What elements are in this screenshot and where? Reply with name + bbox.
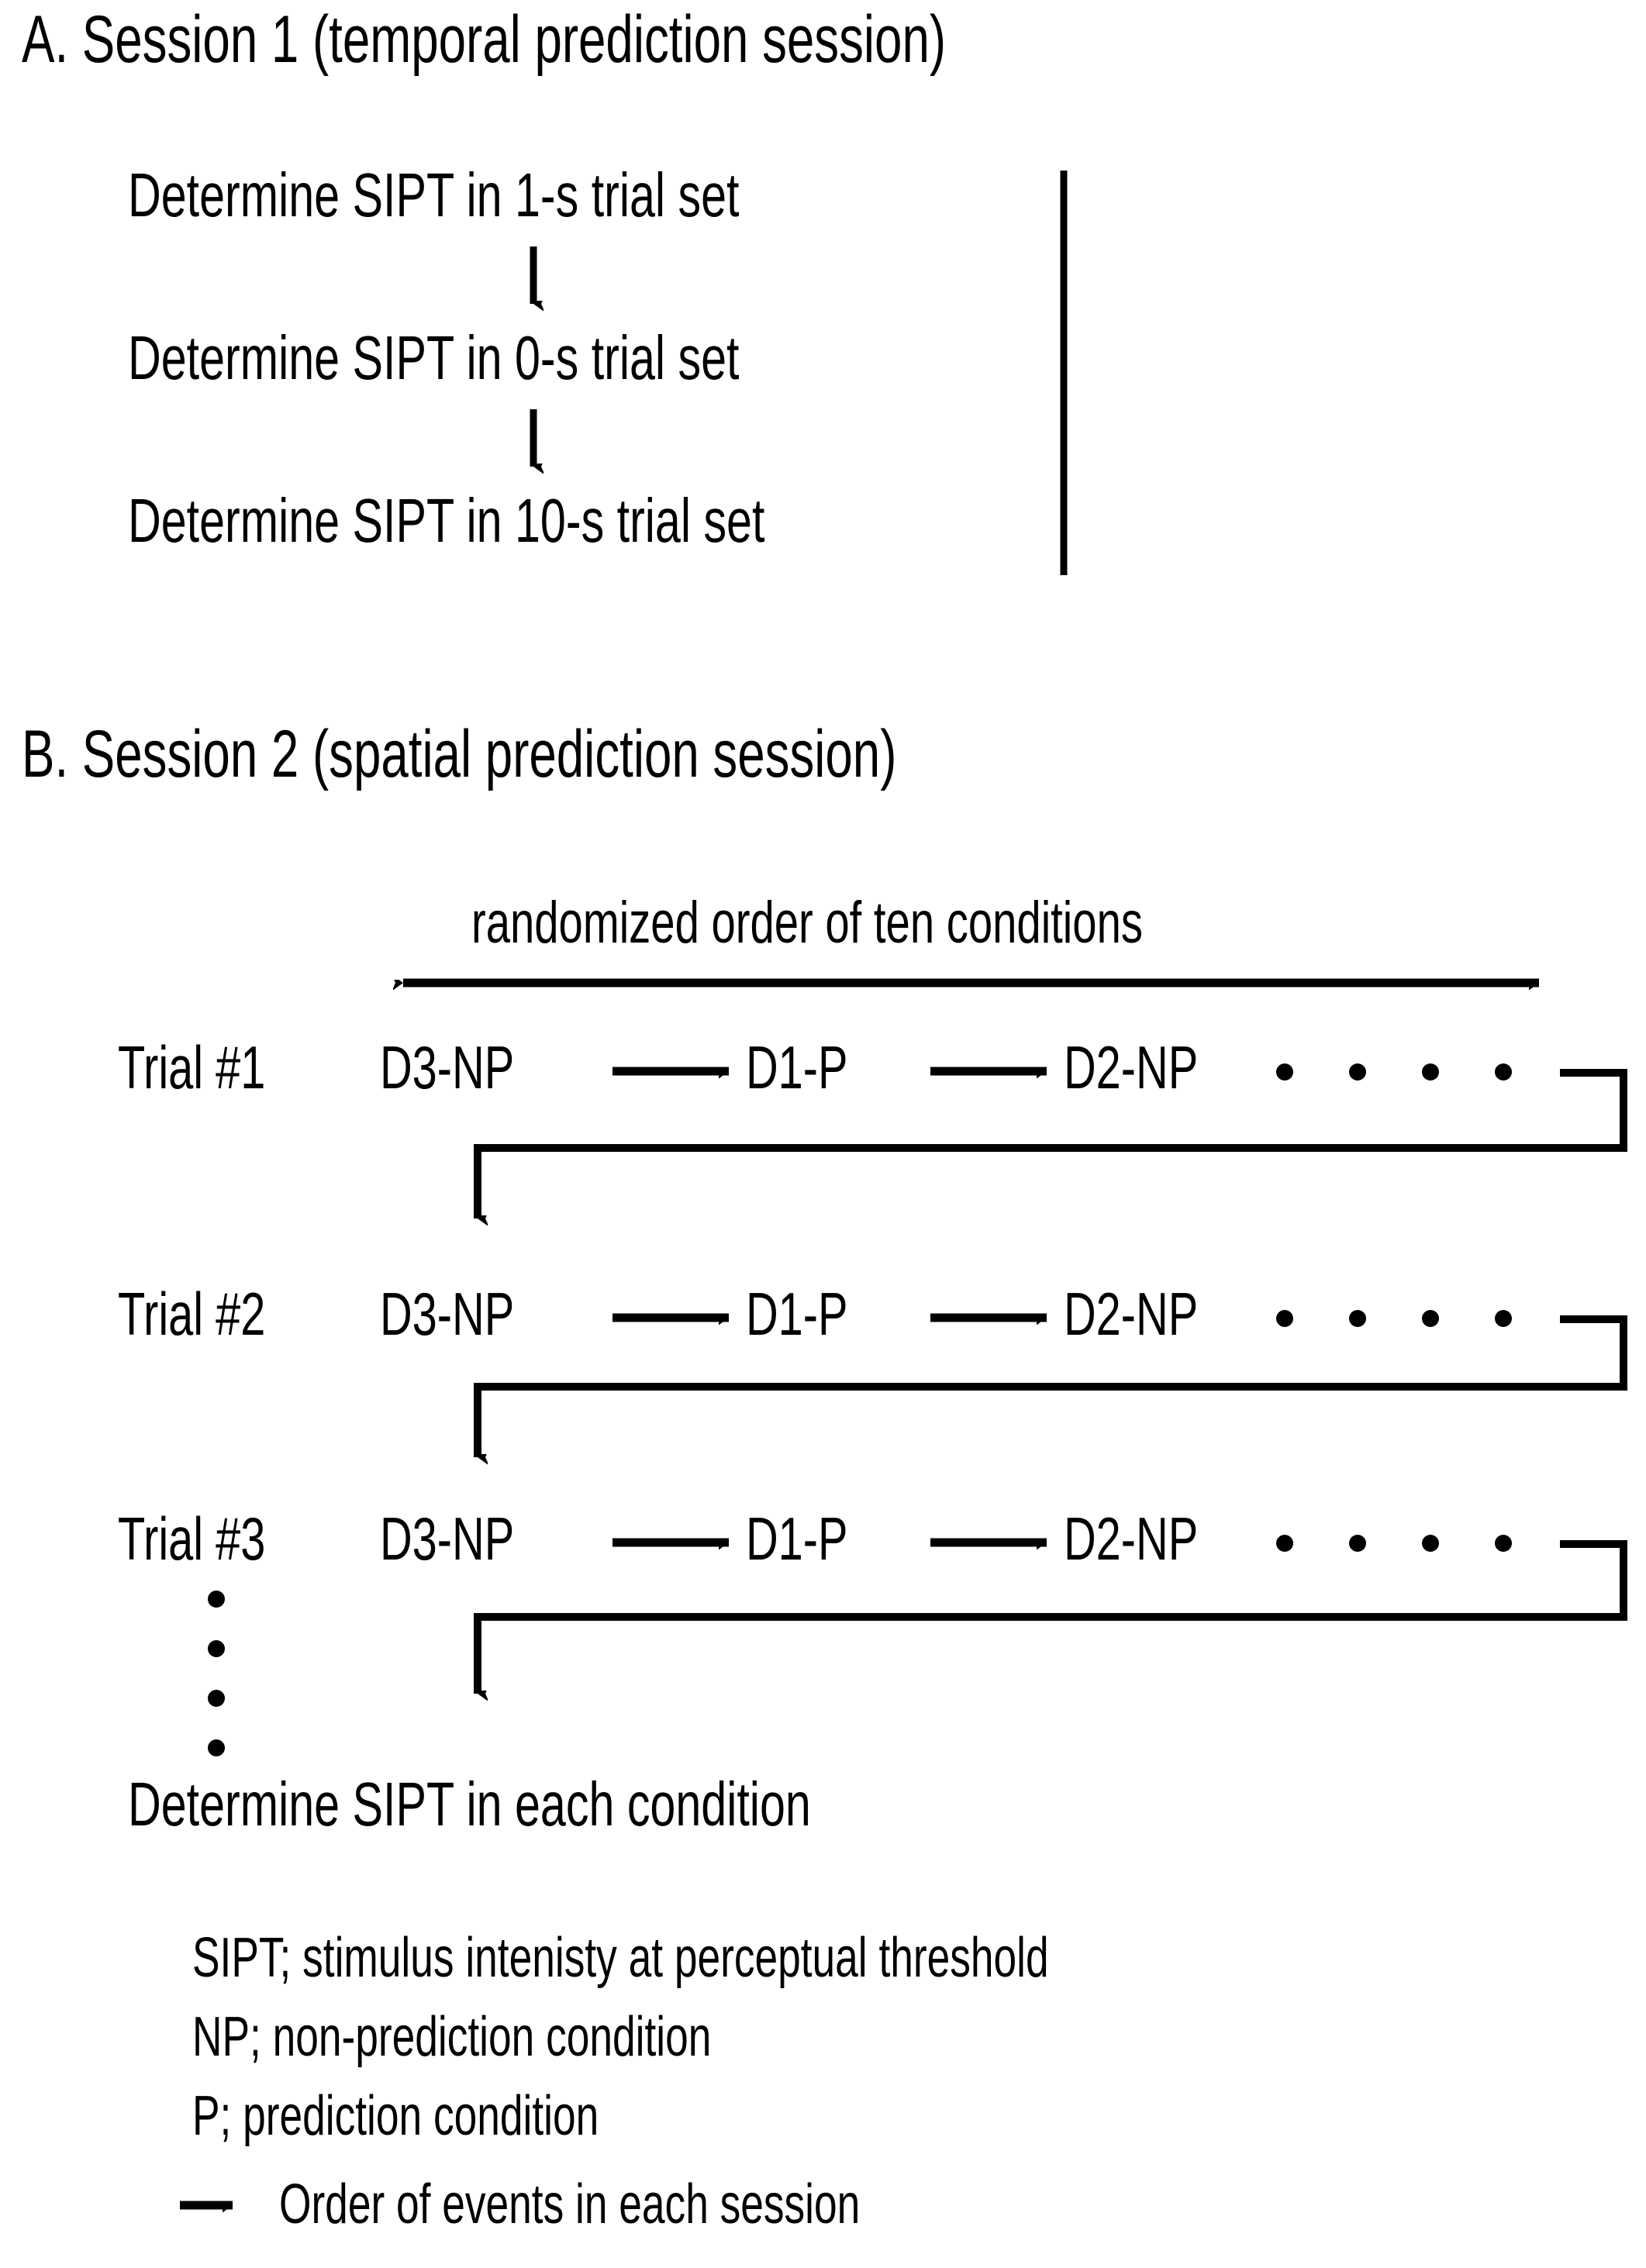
- trial-row-2-label: Trial #2: [118, 1280, 266, 1348]
- panel-a-title: A. Session 1 (temporal prediction sessio…: [22, 2, 947, 77]
- randomized-order-label: randomized order of ten conditions: [471, 890, 1143, 956]
- panel-b-title: B. Session 2 (spatial prediction session…: [22, 717, 897, 791]
- trial-row-2-condition-1: D3-NP: [380, 1280, 515, 1348]
- trial-row-1-condition-2: D1-P: [746, 1033, 848, 1101]
- trial-row-1-condition-3: D2-NP: [1064, 1033, 1199, 1101]
- legend-line-sipt: SIPT; stimulus intenisty at perceptual t…: [192, 1927, 1049, 1989]
- legend-line-np: NP; non-prediction condition: [192, 2006, 712, 2068]
- trial-row-2-condition-3: D2-NP: [1064, 1280, 1199, 1348]
- trial-row-1-condition-1: D3-NP: [380, 1033, 515, 1101]
- trial-row-1-label: Trial #1: [118, 1033, 266, 1101]
- trial-row-3-condition-3: D2-NP: [1064, 1505, 1199, 1573]
- panel-a-step-1: Determine SIPT in 1-s trial set: [128, 160, 740, 229]
- row-2-wrap-connector: [474, 1315, 1627, 1457]
- panel-b-outcome: Determine SIPT in each condition: [128, 1770, 811, 1839]
- panel-a-step-2: Determine SIPT in 0-s trial set: [128, 323, 740, 392]
- trial-row-3-condition-2: D1-P: [746, 1505, 848, 1573]
- panel-a-step-3: Determine SIPT in 10-s trial set: [128, 486, 765, 555]
- trial-row-3-label: Trial #3: [118, 1505, 266, 1573]
- trial-row-3-condition-1: D3-NP: [380, 1505, 515, 1573]
- row-1-wrap-connector: [474, 1069, 1627, 1218]
- legend-line-p: P; prediction condition: [192, 2085, 599, 2147]
- trial-row-2-condition-2: D1-P: [746, 1280, 848, 1348]
- legend-line-order-of-events: Order of events in each session: [279, 2173, 861, 2235]
- row-3-wrap-connector: [474, 1540, 1627, 1694]
